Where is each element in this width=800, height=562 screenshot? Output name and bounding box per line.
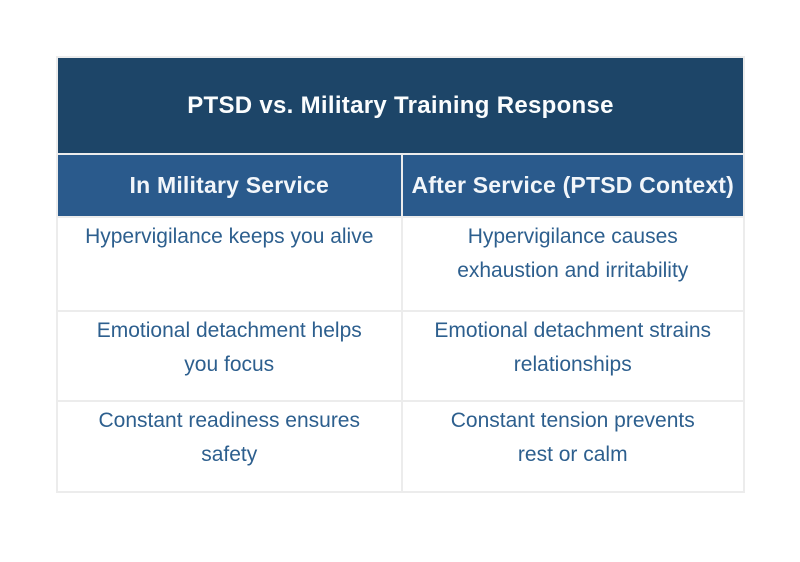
table-row: Emotional detachment helps you focus Emo…	[58, 310, 743, 400]
column-header-in-military-service: In Military Service	[129, 172, 329, 198]
table-cell-row3-right: Constant tension prevents rest or calm	[400, 402, 744, 491]
table-cell-row2-left: Emotional detachment helps you focus	[96, 319, 362, 376]
table-cell-row1-right: Hypervigilance causes exhaustion and irr…	[400, 218, 744, 310]
table-row: Hypervigilance keeps you alive Hypervigi…	[58, 216, 743, 310]
table-title-bar: PTSD vs. Military Training Response	[58, 58, 743, 153]
column-header-after-service: After Service (PTSD Context)	[400, 155, 744, 216]
table-header-row: In Military Service After Service (PTSD …	[58, 153, 743, 216]
table-cell-row2-right: Emotional detachment strains relationshi…	[400, 312, 744, 400]
table-row: Constant readiness ensures safety Consta…	[58, 400, 743, 491]
table-cell-row1-left: Hypervigilance keeps you alive	[85, 225, 374, 248]
comparison-table: PTSD vs. Military Training Response In M…	[56, 56, 745, 493]
table-cell-row3-left: Constant readiness ensures safety	[98, 409, 361, 466]
table-title: PTSD vs. Military Training Response	[187, 91, 614, 119]
